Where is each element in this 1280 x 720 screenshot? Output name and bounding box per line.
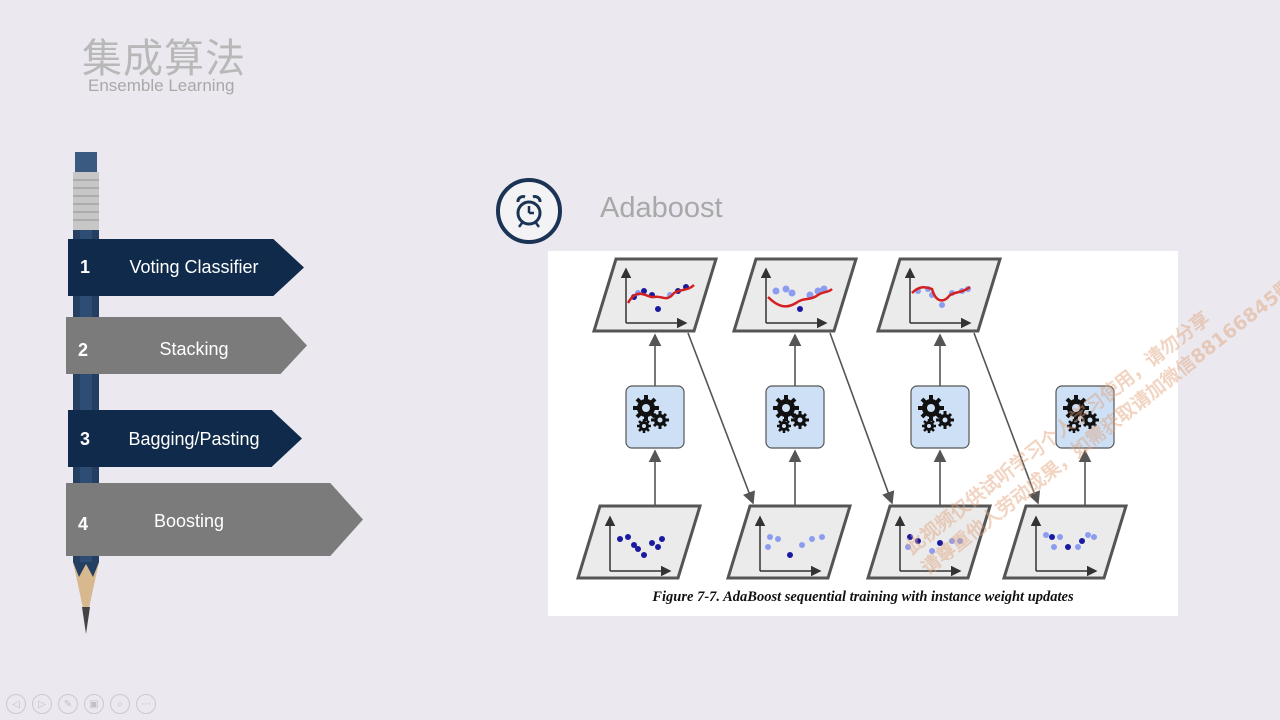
menu-item-number: 2 <box>78 340 89 360</box>
alarm-clock-icon <box>516 195 542 228</box>
presentation-toolbar: ◁ ▷ ✎ ▣ ⌕ ⋯ <box>6 694 156 716</box>
slides-icon[interactable]: ▣ <box>84 694 104 714</box>
menu-item-number: 1 <box>80 257 91 277</box>
adaboost-figure: Figure 7-7. AdaBoost sequential training… <box>548 251 1178 616</box>
menu-item-bagging-pasting[interactable]: 3 Bagging/Pasting <box>68 410 302 467</box>
predictor-box-2 <box>765 385 825 449</box>
menu-item-label: Boosting <box>153 511 225 531</box>
top-plot-panel-2 <box>731 257 859 333</box>
slide-title: 集成算法 <box>82 36 246 82</box>
bottom-data-panel-1 <box>575 504 703 580</box>
section-icon-circle <box>496 178 562 244</box>
menu-item-stacking[interactable]: 2 Stacking <box>66 317 307 374</box>
adaboost-diagram <box>575 257 1129 580</box>
next-icon[interactable]: ▷ <box>32 694 52 714</box>
bottom-data-panel-3 <box>865 504 993 580</box>
zoom-icon[interactable]: ⌕ <box>110 694 130 714</box>
bottom-data-panel-2 <box>725 504 853 580</box>
prev-icon[interactable]: ◁ <box>6 694 26 714</box>
slide-subtitle: Ensemble Learning <box>88 76 235 95</box>
predictor-box-3 <box>910 385 970 449</box>
predictor-box-1 <box>625 385 685 449</box>
menu-item-label: Voting Classifier <box>129 257 259 277</box>
menu-item-boosting[interactable]: 4 Boosting <box>66 483 363 556</box>
pen-icon[interactable]: ✎ <box>58 694 78 714</box>
menu-item-voting-classifier[interactable]: 1 Voting Classifier <box>68 239 304 296</box>
menu-item-number: 4 <box>78 514 89 534</box>
top-plot-panel-1 <box>591 257 719 333</box>
menu-item-number: 3 <box>80 429 91 449</box>
pencil-graphic <box>73 152 99 634</box>
menu-item-label: Stacking <box>159 339 229 359</box>
top-plot-panel-3 <box>875 257 1003 333</box>
menu-item-label: Bagging/Pasting <box>128 429 260 449</box>
bottom-data-panel-4 <box>1001 504 1129 580</box>
predictor-box-4 <box>1055 385 1115 449</box>
more-icon[interactable]: ⋯ <box>136 694 156 714</box>
section-title: Adaboost <box>600 192 723 224</box>
figure-caption: Figure 7-7. AdaBoost sequential training… <box>652 589 1074 605</box>
